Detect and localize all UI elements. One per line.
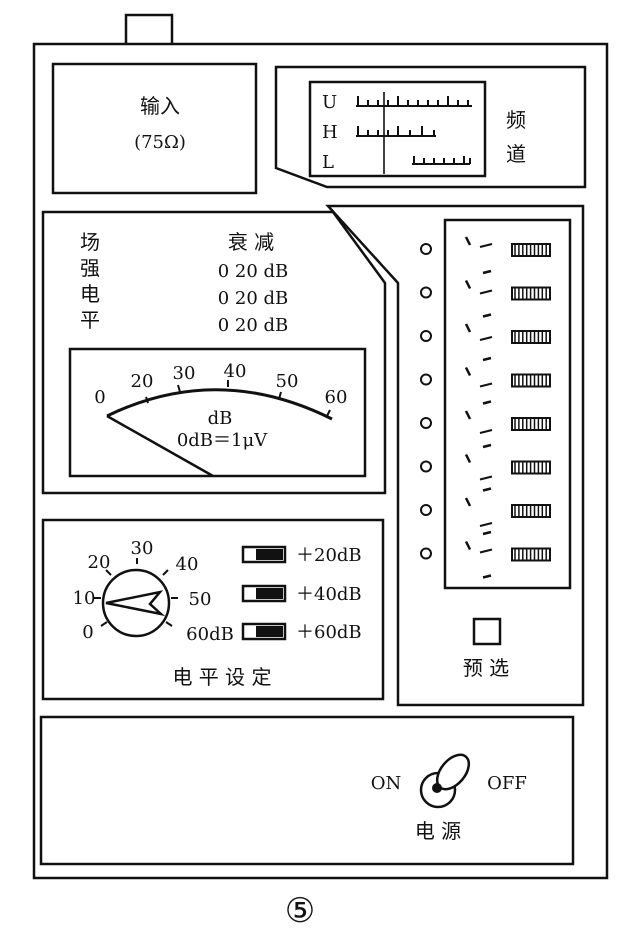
dial-mark-50: 50 <box>189 589 212 610</box>
channel-presets-box <box>443 218 572 590</box>
band-title-char-1: 频 <box>506 108 526 132</box>
band-label-l: L <box>322 152 334 173</box>
channel-indicator-lamp <box>420 547 432 560</box>
channel-tuning-knob[interactable] <box>464 279 493 318</box>
channel-indicator-lamp <box>420 286 432 299</box>
dial-mark-40: 40 <box>176 554 199 575</box>
channel-fine-tune-strip[interactable] <box>511 330 551 344</box>
level-dial-pointer <box>105 590 166 617</box>
level-setting-title: 电 平 设 定 <box>172 665 271 689</box>
field-strength-char-2: 强 <box>80 256 100 280</box>
band-label-h: H <box>322 122 338 143</box>
dial-mark-60db: 60dB <box>186 624 234 645</box>
preset-label: 预 选 <box>463 656 509 680</box>
power-label: 电 源 <box>415 819 461 843</box>
field-strength-char-1: 场 <box>80 230 100 254</box>
input-impedance: (75Ω) <box>134 132 186 153</box>
attenuation-row-1: 0 20 dB <box>218 261 289 282</box>
channel-indicator-lamp <box>420 417 432 429</box>
power-on-label: ON <box>371 773 402 794</box>
power-toggle-switch[interactable] <box>419 749 475 809</box>
channel-indicator-lamp <box>420 243 432 255</box>
dial-mark-20: 20 <box>88 552 111 573</box>
power-panel: ON OFF 电 源 <box>39 715 575 866</box>
channel-tuning-knob[interactable] <box>464 323 493 362</box>
channel-fine-tune-strip[interactable] <box>511 243 551 257</box>
dial-mark-0: 0 <box>82 622 93 643</box>
range-switch-60db[interactable] <box>241 622 287 641</box>
dial-tick-marks <box>94 558 178 627</box>
channel-indicator-lamp <box>420 460 432 473</box>
range-switch-20db[interactable] <box>241 545 287 564</box>
preset-button[interactable] <box>472 617 502 646</box>
channel-row <box>420 279 551 318</box>
band-label-u: U <box>322 92 337 113</box>
input-panel: 输入 (75Ω) <box>51 62 258 195</box>
meter-reference: 0dB＝1μV <box>177 430 268 451</box>
channel-panel: 预 选 <box>325 204 585 707</box>
channel-tuning-knob[interactable] <box>464 366 493 405</box>
band-title-char-2: 道 <box>506 142 526 166</box>
input-label: 输入 <box>140 94 180 118</box>
band-scale-h <box>356 126 436 137</box>
channel-tuning-knob[interactable] <box>464 236 493 275</box>
level-dial-knob[interactable] <box>101 568 171 638</box>
channel-indicator-lamp <box>420 330 432 342</box>
channel-fine-tune-strip[interactable] <box>511 417 551 431</box>
channel-fine-tune-strip[interactable] <box>511 373 551 388</box>
channel-row <box>420 540 551 579</box>
attenuation-row-3: 0 20 dB <box>218 315 289 336</box>
channel-tuning-knob[interactable] <box>464 497 493 536</box>
band-panel: U H L 频 道 <box>274 65 587 189</box>
channel-row <box>420 453 551 492</box>
range-switch-40db[interactable] <box>241 584 287 603</box>
channel-fine-tune-strip[interactable] <box>511 286 551 301</box>
attenuation-row-2: 0 20 dB <box>218 288 289 309</box>
field-strength-char-3: 电 <box>80 282 100 306</box>
channel-indicator-lamp <box>420 373 432 386</box>
channel-row <box>420 497 551 536</box>
meter-tick-0: 0 <box>94 387 105 408</box>
meter-scale-arc <box>106 388 333 421</box>
channel-fine-tune-strip[interactable] <box>511 460 551 475</box>
channel-tuning-knob[interactable] <box>464 453 493 492</box>
meter-tick-marks <box>145 380 331 417</box>
analog-meter: 0 20 30 40 50 60 dB 0dB＝1μV <box>68 347 367 478</box>
range-label-60db: ＋60dB <box>296 622 362 643</box>
meter-tick-60: 60 <box>325 387 348 408</box>
channel-tuning-knob[interactable] <box>464 410 493 449</box>
attenuation-title: 衰 减 <box>228 230 274 254</box>
meter-tick-20: 20 <box>131 371 154 392</box>
power-off-label: OFF <box>487 773 527 794</box>
channel-fine-tune-strip[interactable] <box>511 547 551 562</box>
level-setting-panel: 0 10 20 30 40 50 60dB ＋20dB ＋40dB ＋60dB … <box>41 518 385 701</box>
channel-row <box>420 323 551 362</box>
channel-row <box>420 236 551 275</box>
figure-number: ⑤ <box>285 891 315 931</box>
channel-tuning-knob[interactable] <box>464 540 493 579</box>
meter-unit: dB <box>208 408 233 429</box>
channel-row <box>420 410 551 449</box>
meter-needle <box>106 414 214 478</box>
channel-row <box>420 366 551 405</box>
range-label-20db: ＋20dB <box>296 545 362 566</box>
dial-mark-10: 10 <box>73 588 96 609</box>
meter-tick-40: 40 <box>224 361 247 382</box>
field-strength-char-4: 平 <box>80 308 100 332</box>
input-connector <box>124 13 174 47</box>
channel-indicator-lamp <box>420 504 432 516</box>
band-scale-u <box>356 96 472 107</box>
meter-tick-50: 50 <box>276 371 299 392</box>
field-strength-panel: 场 强 电 平 衰 减 0 20 dB 0 20 dB 0 20 dB 0 20… <box>41 210 387 495</box>
dial-mark-30: 30 <box>131 538 154 559</box>
range-label-40db: ＋40dB <box>296 584 362 605</box>
meter-tick-30: 30 <box>173 363 196 384</box>
band-scale-window <box>308 80 487 178</box>
channel-fine-tune-strip[interactable] <box>511 504 551 518</box>
band-scale-l <box>412 156 471 165</box>
